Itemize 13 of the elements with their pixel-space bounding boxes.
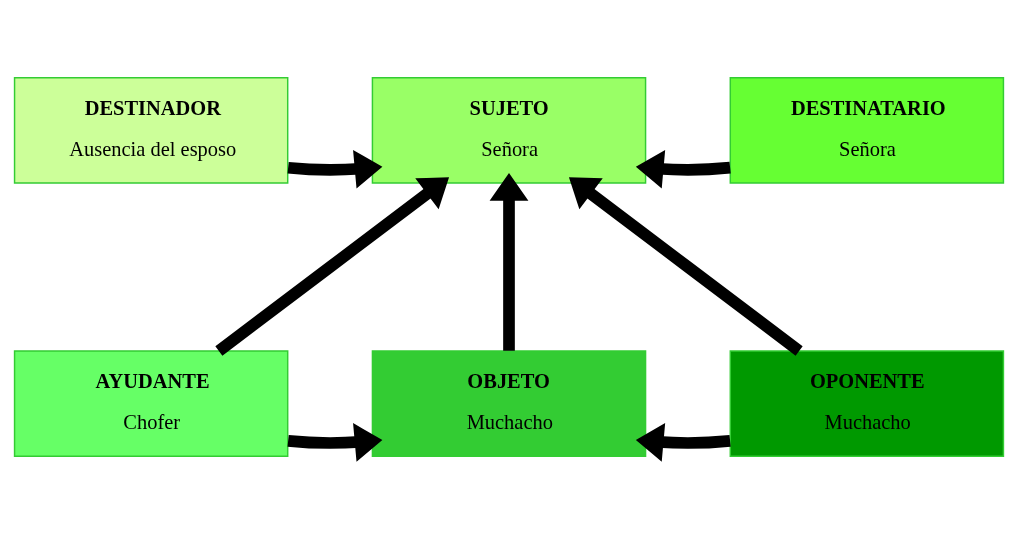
node-box: OBJETO Muchacho <box>371 350 647 457</box>
arrow <box>635 149 731 189</box>
node-box: OPONENTE Muchacho <box>729 350 1005 457</box>
arrow <box>215 177 450 356</box>
arrow <box>635 423 731 462</box>
node-box: SUJETO Señora <box>371 77 647 184</box>
node-box: DESTINADOR Ausencia del esposo <box>13 77 289 184</box>
arrow <box>568 177 803 356</box>
arrow <box>489 172 529 351</box>
node-box: DESTINATARIO Señora <box>729 77 1005 184</box>
node-box: AYUDANTE Chofer <box>13 350 289 457</box>
arrow <box>287 149 383 189</box>
arrow <box>287 423 383 462</box>
